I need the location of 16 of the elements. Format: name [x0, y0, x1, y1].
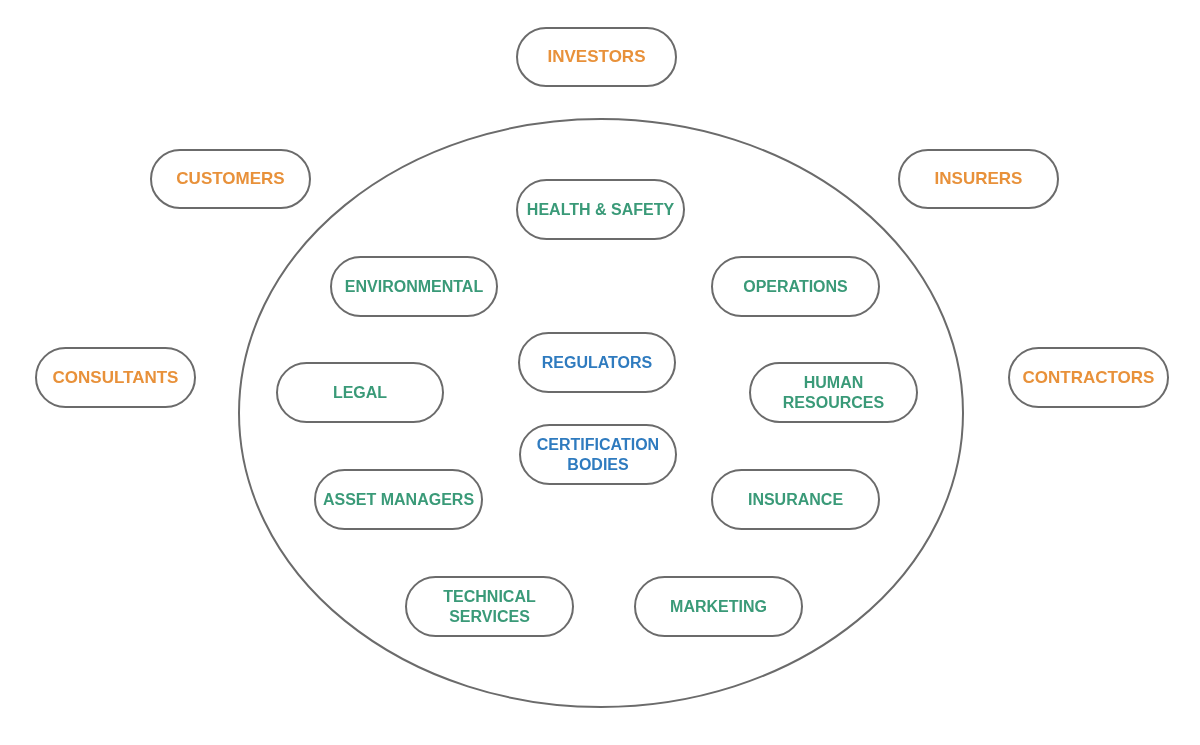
stakeholder-node: OPERATIONS	[711, 256, 880, 317]
stakeholder-node: CONTRACTORS	[1008, 347, 1169, 408]
stakeholder-node: INSURERS	[898, 149, 1059, 209]
stakeholder-node: MARKETING	[634, 576, 803, 637]
stakeholder-node: INVESTORS	[516, 27, 677, 87]
stakeholder-node: REGULATORS	[518, 332, 676, 393]
stakeholder-node: CUSTOMERS	[150, 149, 311, 209]
stakeholder-node: LEGAL	[276, 362, 444, 423]
stakeholder-node: HEALTH & SAFETY	[516, 179, 685, 240]
stakeholder-node: CERTIFICATION BODIES	[519, 424, 677, 485]
stakeholder-node: CONSULTANTS	[35, 347, 196, 408]
stakeholder-node: HUMAN RESOURCES	[749, 362, 918, 423]
stakeholder-node: INSURANCE	[711, 469, 880, 530]
stakeholder-node: ENVIRONMENTAL	[330, 256, 498, 317]
stakeholder-node: TECHNICAL SERVICES	[405, 576, 574, 637]
stakeholder-node: ASSET MANAGERS	[314, 469, 483, 530]
